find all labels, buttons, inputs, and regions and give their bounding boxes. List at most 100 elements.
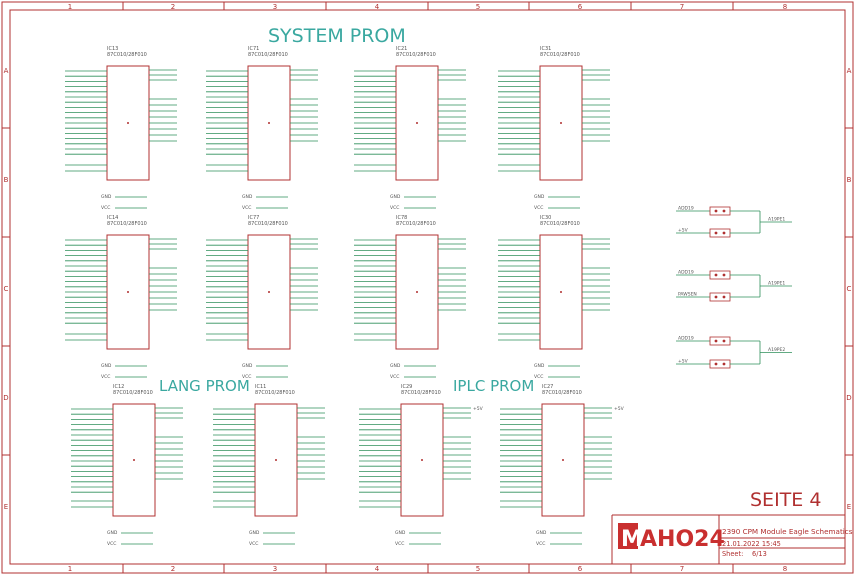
chip-body [541, 403, 585, 517]
jumper-input-label: ADD19 [678, 206, 694, 212]
page-label: SEITE 4 [750, 489, 821, 511]
chip-part-number: 87C010/28F010 [396, 52, 436, 58]
vcc-net-label: VCC [390, 374, 399, 380]
chip-center-dot [560, 291, 562, 293]
chip-designator: IC29 [401, 384, 412, 390]
row-letter-right-c: C [847, 285, 852, 293]
chip-center-dot [421, 459, 423, 461]
jumper-pad [722, 362, 726, 366]
chip-center-dot [268, 291, 270, 293]
logo-letter: M [621, 527, 643, 552]
jumper-pad [714, 209, 718, 213]
jumpers-layer: ADD19+5VA19PE1ADD19PAWSENA19PE1ADD19+5VA… [676, 206, 792, 369]
col-num-bottom-3: 3 [273, 565, 277, 573]
row-letter-left-a: A [4, 67, 9, 75]
jumper-pad [714, 362, 718, 366]
col-num-bottom-7: 7 [680, 565, 684, 573]
col-num-bottom-5: 5 [476, 565, 480, 573]
drawing-title: 2390 CPM Module Eagle Schematics [722, 527, 853, 536]
jumper-input-label: +5V [678, 359, 689, 365]
jumper-input-label: ADD19 [678, 336, 694, 342]
jumper-output-label: A19PE2 [768, 347, 785, 353]
chip-body [400, 403, 444, 517]
chip-center-dot [562, 459, 564, 461]
chip-body [254, 403, 298, 517]
col-num-bottom-1: 1 [68, 565, 72, 573]
col-num-top-8: 8 [783, 3, 787, 11]
chip-center-dot [268, 122, 270, 124]
jumper-input-label: +5V [678, 228, 689, 234]
chip-center-dot [275, 459, 277, 461]
jumper-pad [722, 231, 726, 235]
col-num-top-2: 2 [171, 3, 175, 11]
chip-center-dot [127, 122, 129, 124]
vcc-net-label: VCC [101, 374, 110, 380]
chip-designator: IC14 [107, 215, 118, 221]
chip-designator: IC30 [540, 215, 551, 221]
vcc-net-label: VCC [107, 541, 116, 547]
chip-designator: IC71 [248, 46, 259, 52]
plus5v-net-label: +5V [614, 406, 625, 412]
gnd-net-label: GND [390, 194, 401, 200]
row-letter-right-d: D [846, 394, 851, 402]
row-letter-left-b: B [4, 176, 9, 184]
address-jumper-pair: ADD19 +5V A19PE2 [676, 336, 792, 369]
jumper-pad [714, 295, 718, 299]
gnd-net-label: GND [101, 194, 112, 200]
row-letter-right-b: B [847, 176, 852, 184]
jumper-output-label: A19PE1 [768, 281, 785, 287]
chip-center-dot [416, 291, 418, 293]
solder-jumper [709, 292, 731, 302]
gnd-net-label: GND [101, 363, 112, 369]
solder-jumper [709, 359, 731, 369]
gnd-net-label: GND [249, 530, 260, 536]
chip-part-number: 87C010/28F010 [248, 221, 288, 227]
col-num-top-3: 3 [273, 3, 277, 11]
drawing-datetime: 21.01.2022 15:45 [722, 540, 781, 548]
chip-center-dot [127, 291, 129, 293]
gnd-net-label: GND [534, 363, 545, 369]
jumper-pad [722, 295, 726, 299]
row-letter-left-d: D [3, 394, 8, 402]
inner-frame [9, 9, 846, 565]
gnd-net-label: GND [242, 194, 253, 200]
vcc-net-label: VCC [534, 374, 543, 380]
chips-layer: IC1387C010/28F010GNDVCCIC7187C010/28F010… [65, 46, 625, 547]
chip-part-number: 87C010/28F010 [540, 221, 580, 227]
chip-designator: IC78 [396, 215, 407, 221]
section-title-lang-prom: LANG PROM [159, 377, 250, 395]
jumper-pad [722, 273, 726, 277]
col-num-bottom-6: 6 [578, 565, 583, 573]
gnd-net-label: GND [395, 530, 406, 536]
chip-designator: IC13 [107, 46, 118, 52]
logo-text: AHO24 [640, 527, 725, 552]
gnd-net-label: GND [536, 530, 547, 536]
vcc-net-label: VCC [249, 541, 258, 547]
col-num-top-1: 1 [68, 3, 72, 11]
solder-jumper [709, 270, 731, 280]
gnd-net-label: GND [390, 363, 401, 369]
title-block: M AHO24 2390 CPM Module Eagle Schematics… [611, 514, 853, 564]
vcc-net-label: VCC [242, 374, 251, 380]
col-num-bottom-8: 8 [783, 565, 787, 573]
section-title-system-prom: SYSTEM PROM [268, 25, 406, 47]
sheet-number: 6/13 [752, 550, 767, 558]
chip-center-dot [416, 122, 418, 124]
chip-part-number: 87C010/28F010 [113, 390, 153, 396]
vcc-net-label: VCC [534, 205, 543, 211]
solder-jumper [709, 228, 731, 238]
chip-part-number: 87C010/28F010 [107, 52, 147, 58]
row-letter-right-e: E [847, 503, 851, 511]
jumper-input-label: ADD19 [678, 270, 694, 276]
col-num-top-6: 6 [578, 3, 583, 11]
chip-part-number: 87C010/28F010 [401, 390, 441, 396]
gnd-net-label: GND [242, 363, 253, 369]
chip-part-number: 87C010/28F010 [540, 52, 580, 58]
